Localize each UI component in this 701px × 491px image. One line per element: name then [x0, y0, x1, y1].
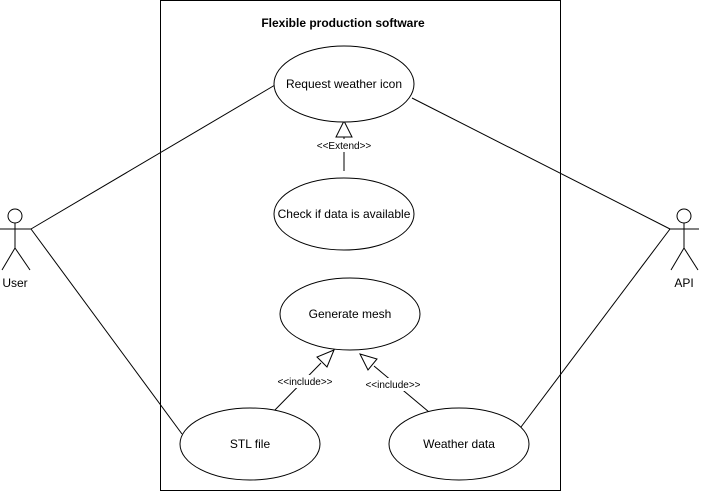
- include-stl-label-bg: [273, 375, 335, 388]
- use-case-weather-data[interactable]: Weather data: [388, 407, 530, 481]
- include-weather-arrowhead: [359, 353, 378, 371]
- extend-arrowhead: [335, 119, 353, 138]
- extend-label-bg: [312, 139, 376, 152]
- actor-api[interactable]: API: [669, 208, 699, 290]
- assoc-user-stl: [30, 228, 183, 435]
- stick-figure-icon: [669, 208, 699, 271]
- use-case-label: Generate mesh: [309, 307, 392, 321]
- include-weather-label: <<include>>: [365, 380, 420, 391]
- use-case-label: Weather data: [423, 437, 495, 451]
- assoc-api-request: [411, 97, 671, 230]
- actor-user-label: User: [2, 276, 27, 290]
- system-title: Flexible production software: [261, 16, 425, 30]
- actor-api-label: API: [674, 276, 693, 290]
- assoc-api-weather: [520, 228, 671, 428]
- use-case-label: Check if data is available: [278, 207, 411, 221]
- actor-user[interactable]: User: [0, 208, 31, 290]
- use-case-request-weather-icon[interactable]: Request weather icon: [273, 45, 415, 123]
- use-case-label: STL file: [230, 437, 271, 451]
- use-case-generate-mesh[interactable]: Generate mesh: [279, 277, 421, 351]
- stick-figure-icon: [0, 208, 31, 271]
- use-case-stl-file[interactable]: STL file: [179, 407, 321, 481]
- include-stl-arrowhead: [316, 349, 335, 368]
- use-case-check-data-available[interactable]: Check if data is available: [273, 177, 415, 251]
- include-weather-label-bg: [362, 378, 424, 391]
- extend-label: <<Extend>>: [317, 141, 372, 152]
- assoc-user-request: [30, 84, 276, 230]
- include-stl-label: <<include>>: [277, 377, 332, 388]
- use-case-label: Request weather icon: [286, 77, 402, 91]
